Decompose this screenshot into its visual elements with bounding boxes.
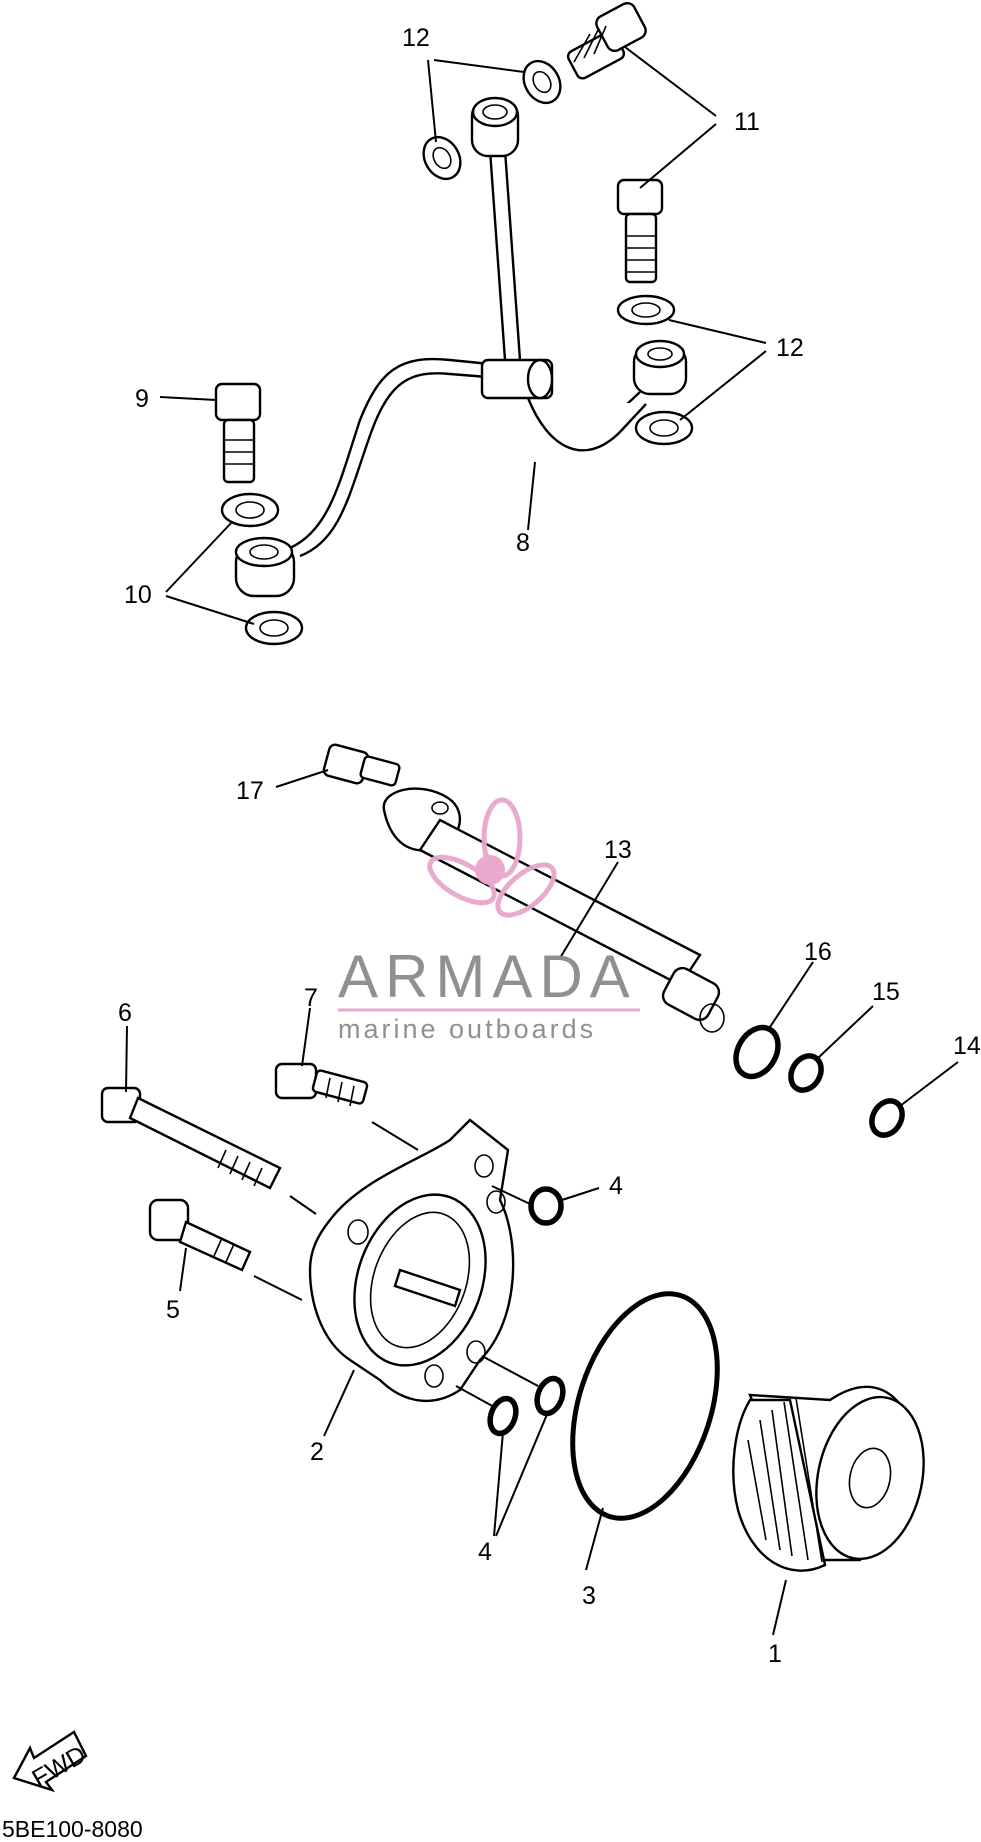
watermark-title: ARMADA <box>338 943 637 1010</box>
callout-7: 7 <box>304 984 318 1012</box>
callout-4-lower: 4 <box>478 1538 492 1566</box>
callout-11: 11 <box>734 108 760 136</box>
long-bolt-6 <box>100 1086 317 1215</box>
callout-1: 1 <box>768 1640 782 1668</box>
callout-10: 10 <box>124 581 152 609</box>
diagram-code: 5BE100-8080 <box>2 1816 143 1842</box>
propeller-logo-icon <box>427 797 557 918</box>
callout-9: 9 <box>135 385 149 413</box>
gasket-washers <box>220 59 694 646</box>
union-bolt-11-upper <box>566 1 647 80</box>
bolt-17 <box>322 743 401 787</box>
callout-13: 13 <box>604 836 632 864</box>
callout-5: 5 <box>166 1296 180 1324</box>
oil-delivery-pipe <box>289 149 647 558</box>
oil-filter-element-1 <box>732 1385 925 1572</box>
callout-2: 2 <box>310 1438 324 1466</box>
callout-16: 16 <box>804 938 832 966</box>
bolt-5 <box>148 1198 303 1301</box>
o-rings <box>487 1024 905 1437</box>
callout-8: 8 <box>516 529 530 557</box>
callout-14: 14 <box>953 1032 981 1060</box>
leader-lines <box>125 46 959 1636</box>
callout-12-top: 12 <box>402 24 430 52</box>
callout-6: 6 <box>118 999 132 1027</box>
bolt-7 <box>274 1062 419 1151</box>
banjo-eye-left <box>234 536 296 598</box>
banjo-eye-right <box>632 339 688 396</box>
callout-15: 15 <box>872 978 900 1006</box>
union-bolt-9 <box>214 382 262 484</box>
banjo-eye-top <box>470 96 520 158</box>
armada-watermark: ARMADA marine outboards <box>338 797 640 1044</box>
filter-housing-2 <box>308 1118 539 1409</box>
callout-17: 17 <box>236 777 264 805</box>
fwd-arrow-icon: FWD <box>12 1730 91 1793</box>
large-o-ring-3 <box>570 1291 720 1521</box>
callout-labels: 12 11 12 9 8 10 17 13 16 15 14 6 7 4 5 2… <box>118 24 981 1668</box>
callout-3: 3 <box>582 1582 596 1610</box>
union-bolt-11-lower <box>616 178 664 284</box>
callout-12-right: 12 <box>776 334 804 362</box>
callout-4-upper: 4 <box>609 1172 623 1200</box>
watermark-subtitle: marine outboards <box>338 1014 596 1044</box>
